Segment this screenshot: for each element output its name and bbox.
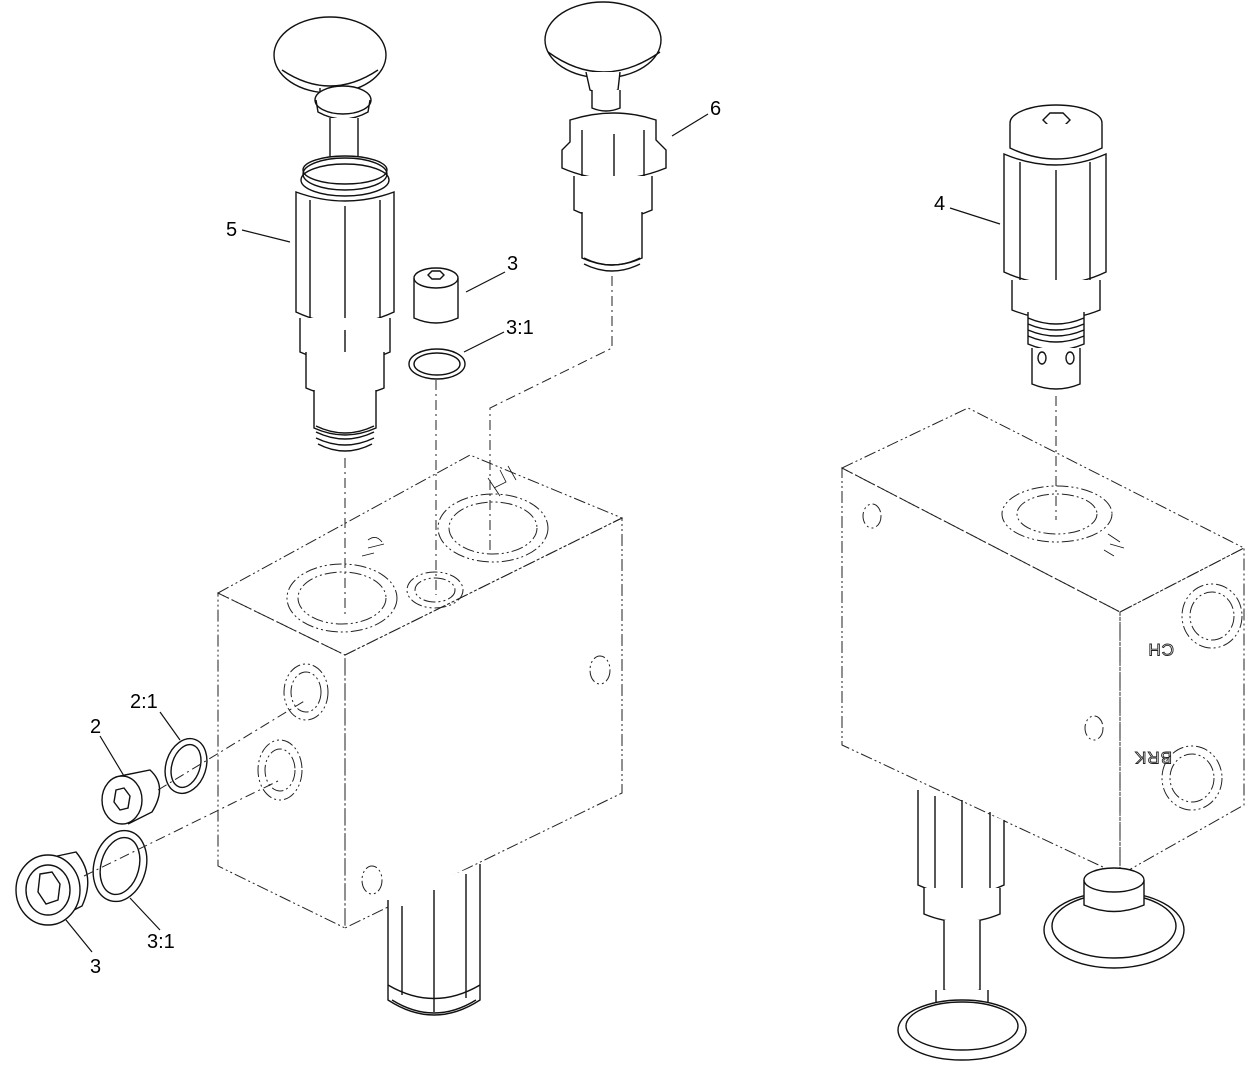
right-block-bottom-cartridge-left bbox=[897, 790, 1027, 1061]
part-4-valve-cartridge bbox=[1003, 104, 1107, 390]
part-5-valve-cartridge bbox=[273, 16, 395, 452]
callout-part-5: 5 bbox=[226, 219, 237, 241]
part-3-1-top-o-ring bbox=[408, 348, 466, 380]
callout-part-6: 6 bbox=[710, 98, 721, 120]
part-6-valve-cartridge bbox=[544, 1, 667, 272]
right-valve-block: CH BRK bbox=[840, 407, 1246, 876]
left-block-bottom-cartridge bbox=[387, 864, 481, 1016]
part-3-top-plug bbox=[413, 267, 459, 324]
left-valve-block bbox=[216, 454, 624, 929]
part-3-1-bottom-o-ring bbox=[92, 829, 148, 903]
part-3-bottom-plug bbox=[15, 851, 89, 926]
callout-part-3-top: 3 bbox=[507, 253, 518, 275]
port-label-brk: BRK bbox=[1134, 748, 1172, 767]
callout-part-4: 4 bbox=[934, 193, 945, 215]
port-label-ch: CH bbox=[1147, 640, 1174, 659]
right-block-bottom-cartridge-right bbox=[1043, 867, 1185, 969]
callout-part-2-1: 2:1 bbox=[130, 691, 158, 713]
callout-part-3-1-top: 3:1 bbox=[506, 317, 534, 339]
callout-part-2: 2 bbox=[90, 716, 101, 738]
assembly-centerlines bbox=[83, 276, 1057, 877]
part-2-side-plug bbox=[101, 769, 161, 825]
callout-part-3-bottom: 3 bbox=[90, 956, 101, 978]
callout-part-3-1-bottom: 3:1 bbox=[147, 931, 175, 953]
callouts: 5 6 3 3:1 4 2:1 2 3:1 3 bbox=[65, 98, 1001, 978]
part-2-1-o-ring bbox=[164, 737, 208, 795]
